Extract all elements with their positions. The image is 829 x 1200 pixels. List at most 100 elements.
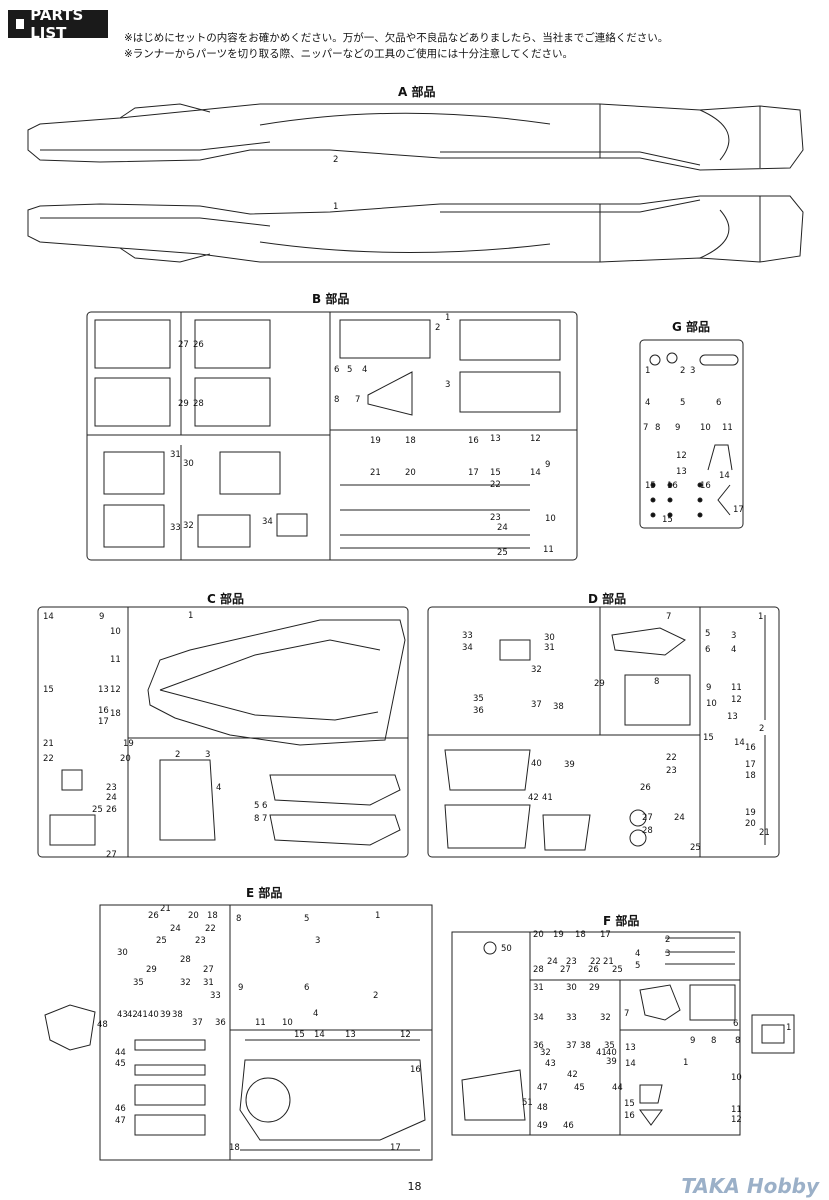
svg-text:25: 25 <box>497 548 508 558</box>
svg-text:47: 47 <box>537 1083 548 1093</box>
sprue-d <box>427 606 780 858</box>
svg-text:15: 15 <box>645 481 656 491</box>
svg-text:15: 15 <box>43 685 54 695</box>
svg-text:3: 3 <box>665 949 670 959</box>
svg-text:16: 16 <box>410 1065 421 1075</box>
svg-text:10: 10 <box>545 514 556 524</box>
svg-text:24: 24 <box>106 793 117 803</box>
svg-text:18: 18 <box>229 1143 240 1153</box>
svg-text:1: 1 <box>786 1023 791 1033</box>
svg-text:31: 31 <box>170 450 181 460</box>
svg-text:51: 51 <box>522 1098 533 1108</box>
svg-text:2: 2 <box>175 750 180 760</box>
svg-text:14: 14 <box>625 1059 636 1069</box>
svg-text:5: 5 <box>347 365 352 375</box>
svg-text:15: 15 <box>624 1099 635 1109</box>
svg-text:38: 38 <box>553 702 564 712</box>
section-d-label: D 部品 <box>588 592 627 606</box>
parts-list-header: PARTS LIST <box>8 6 108 42</box>
svg-text:24: 24 <box>170 924 181 934</box>
svg-text:34: 34 <box>533 1013 544 1023</box>
svg-text:29: 29 <box>594 679 605 689</box>
svg-text:9: 9 <box>690 1036 695 1046</box>
svg-text:11: 11 <box>110 655 121 665</box>
svg-text:19: 19 <box>553 930 564 940</box>
svg-text:29: 29 <box>178 399 189 409</box>
svg-text:14: 14 <box>530 468 541 478</box>
svg-text:8: 8 <box>334 395 339 405</box>
svg-text:23: 23 <box>666 766 677 776</box>
svg-text:37: 37 <box>566 1041 577 1051</box>
svg-text:10: 10 <box>731 1073 742 1083</box>
svg-text:42: 42 <box>567 1070 578 1080</box>
svg-text:12: 12 <box>530 434 541 444</box>
svg-text:18: 18 <box>575 930 586 940</box>
svg-text:13: 13 <box>625 1043 636 1053</box>
svg-text:11: 11 <box>731 683 742 693</box>
svg-text:32: 32 <box>540 1048 551 1058</box>
svg-text:19: 19 <box>745 808 756 818</box>
svg-text:22: 22 <box>43 754 54 764</box>
svg-text:5: 5 <box>254 801 259 811</box>
svg-text:40: 40 <box>148 1010 159 1020</box>
svg-text:15: 15 <box>294 1030 305 1040</box>
svg-text:48: 48 <box>97 1020 108 1030</box>
svg-text:2: 2 <box>435 323 440 333</box>
svg-text:23: 23 <box>566 957 577 967</box>
svg-text:2: 2 <box>759 724 764 734</box>
page-number: 18 <box>407 1180 422 1193</box>
svg-text:11: 11 <box>731 1105 742 1115</box>
svg-text:12: 12 <box>731 695 742 705</box>
svg-text:32: 32 <box>180 978 191 988</box>
svg-text:16: 16 <box>700 481 711 491</box>
svg-text:30: 30 <box>183 459 194 469</box>
svg-text:9: 9 <box>675 423 680 433</box>
svg-text:14: 14 <box>719 471 730 481</box>
svg-text:48: 48 <box>537 1103 548 1113</box>
svg-text:36: 36 <box>533 1041 544 1051</box>
svg-text:8: 8 <box>236 914 241 924</box>
svg-text:28: 28 <box>193 399 204 409</box>
section-f-label: F 部品 <box>603 914 640 928</box>
svg-text:17: 17 <box>745 760 756 770</box>
svg-text:27: 27 <box>203 965 214 975</box>
svg-text:11: 11 <box>543 545 554 555</box>
svg-text:15: 15 <box>662 515 673 525</box>
svg-text:2: 2 <box>373 991 378 1001</box>
svg-text:34: 34 <box>462 643 473 653</box>
svg-text:6: 6 <box>334 365 339 375</box>
svg-text:47: 47 <box>115 1116 126 1126</box>
svg-text:22: 22 <box>205 924 216 934</box>
section-a-label: A 部品 <box>398 85 436 99</box>
svg-text:23: 23 <box>490 513 501 523</box>
svg-text:8: 8 <box>254 814 259 824</box>
svg-text:40: 40 <box>606 1048 617 1058</box>
section-b-label: B 部品 <box>312 292 350 306</box>
svg-text:35: 35 <box>133 978 144 988</box>
svg-text:2: 2 <box>333 155 338 165</box>
svg-text:11: 11 <box>722 423 733 433</box>
svg-text:24: 24 <box>497 523 508 533</box>
svg-text:46: 46 <box>115 1104 126 1114</box>
svg-text:42: 42 <box>127 1010 138 1020</box>
svg-text:18: 18 <box>405 436 416 446</box>
svg-text:1: 1 <box>375 911 380 921</box>
svg-text:22: 22 <box>490 480 501 490</box>
svg-text:8: 8 <box>655 423 660 433</box>
svg-text:28: 28 <box>533 965 544 975</box>
svg-text:41: 41 <box>596 1048 607 1058</box>
svg-text:14: 14 <box>43 612 54 622</box>
svg-text:24: 24 <box>674 813 685 823</box>
svg-text:39: 39 <box>606 1057 617 1067</box>
svg-text:6: 6 <box>705 645 710 655</box>
svg-text:1: 1 <box>683 1058 688 1068</box>
svg-text:25: 25 <box>92 805 103 815</box>
svg-text:26: 26 <box>106 805 117 815</box>
svg-text:27: 27 <box>106 850 117 860</box>
svg-text:25: 25 <box>156 936 167 946</box>
svg-text:2: 2 <box>665 935 670 945</box>
svg-text:45: 45 <box>115 1059 126 1069</box>
svg-text:5: 5 <box>635 961 640 971</box>
svg-text:6: 6 <box>304 983 309 993</box>
sprue-e <box>44 904 433 1161</box>
